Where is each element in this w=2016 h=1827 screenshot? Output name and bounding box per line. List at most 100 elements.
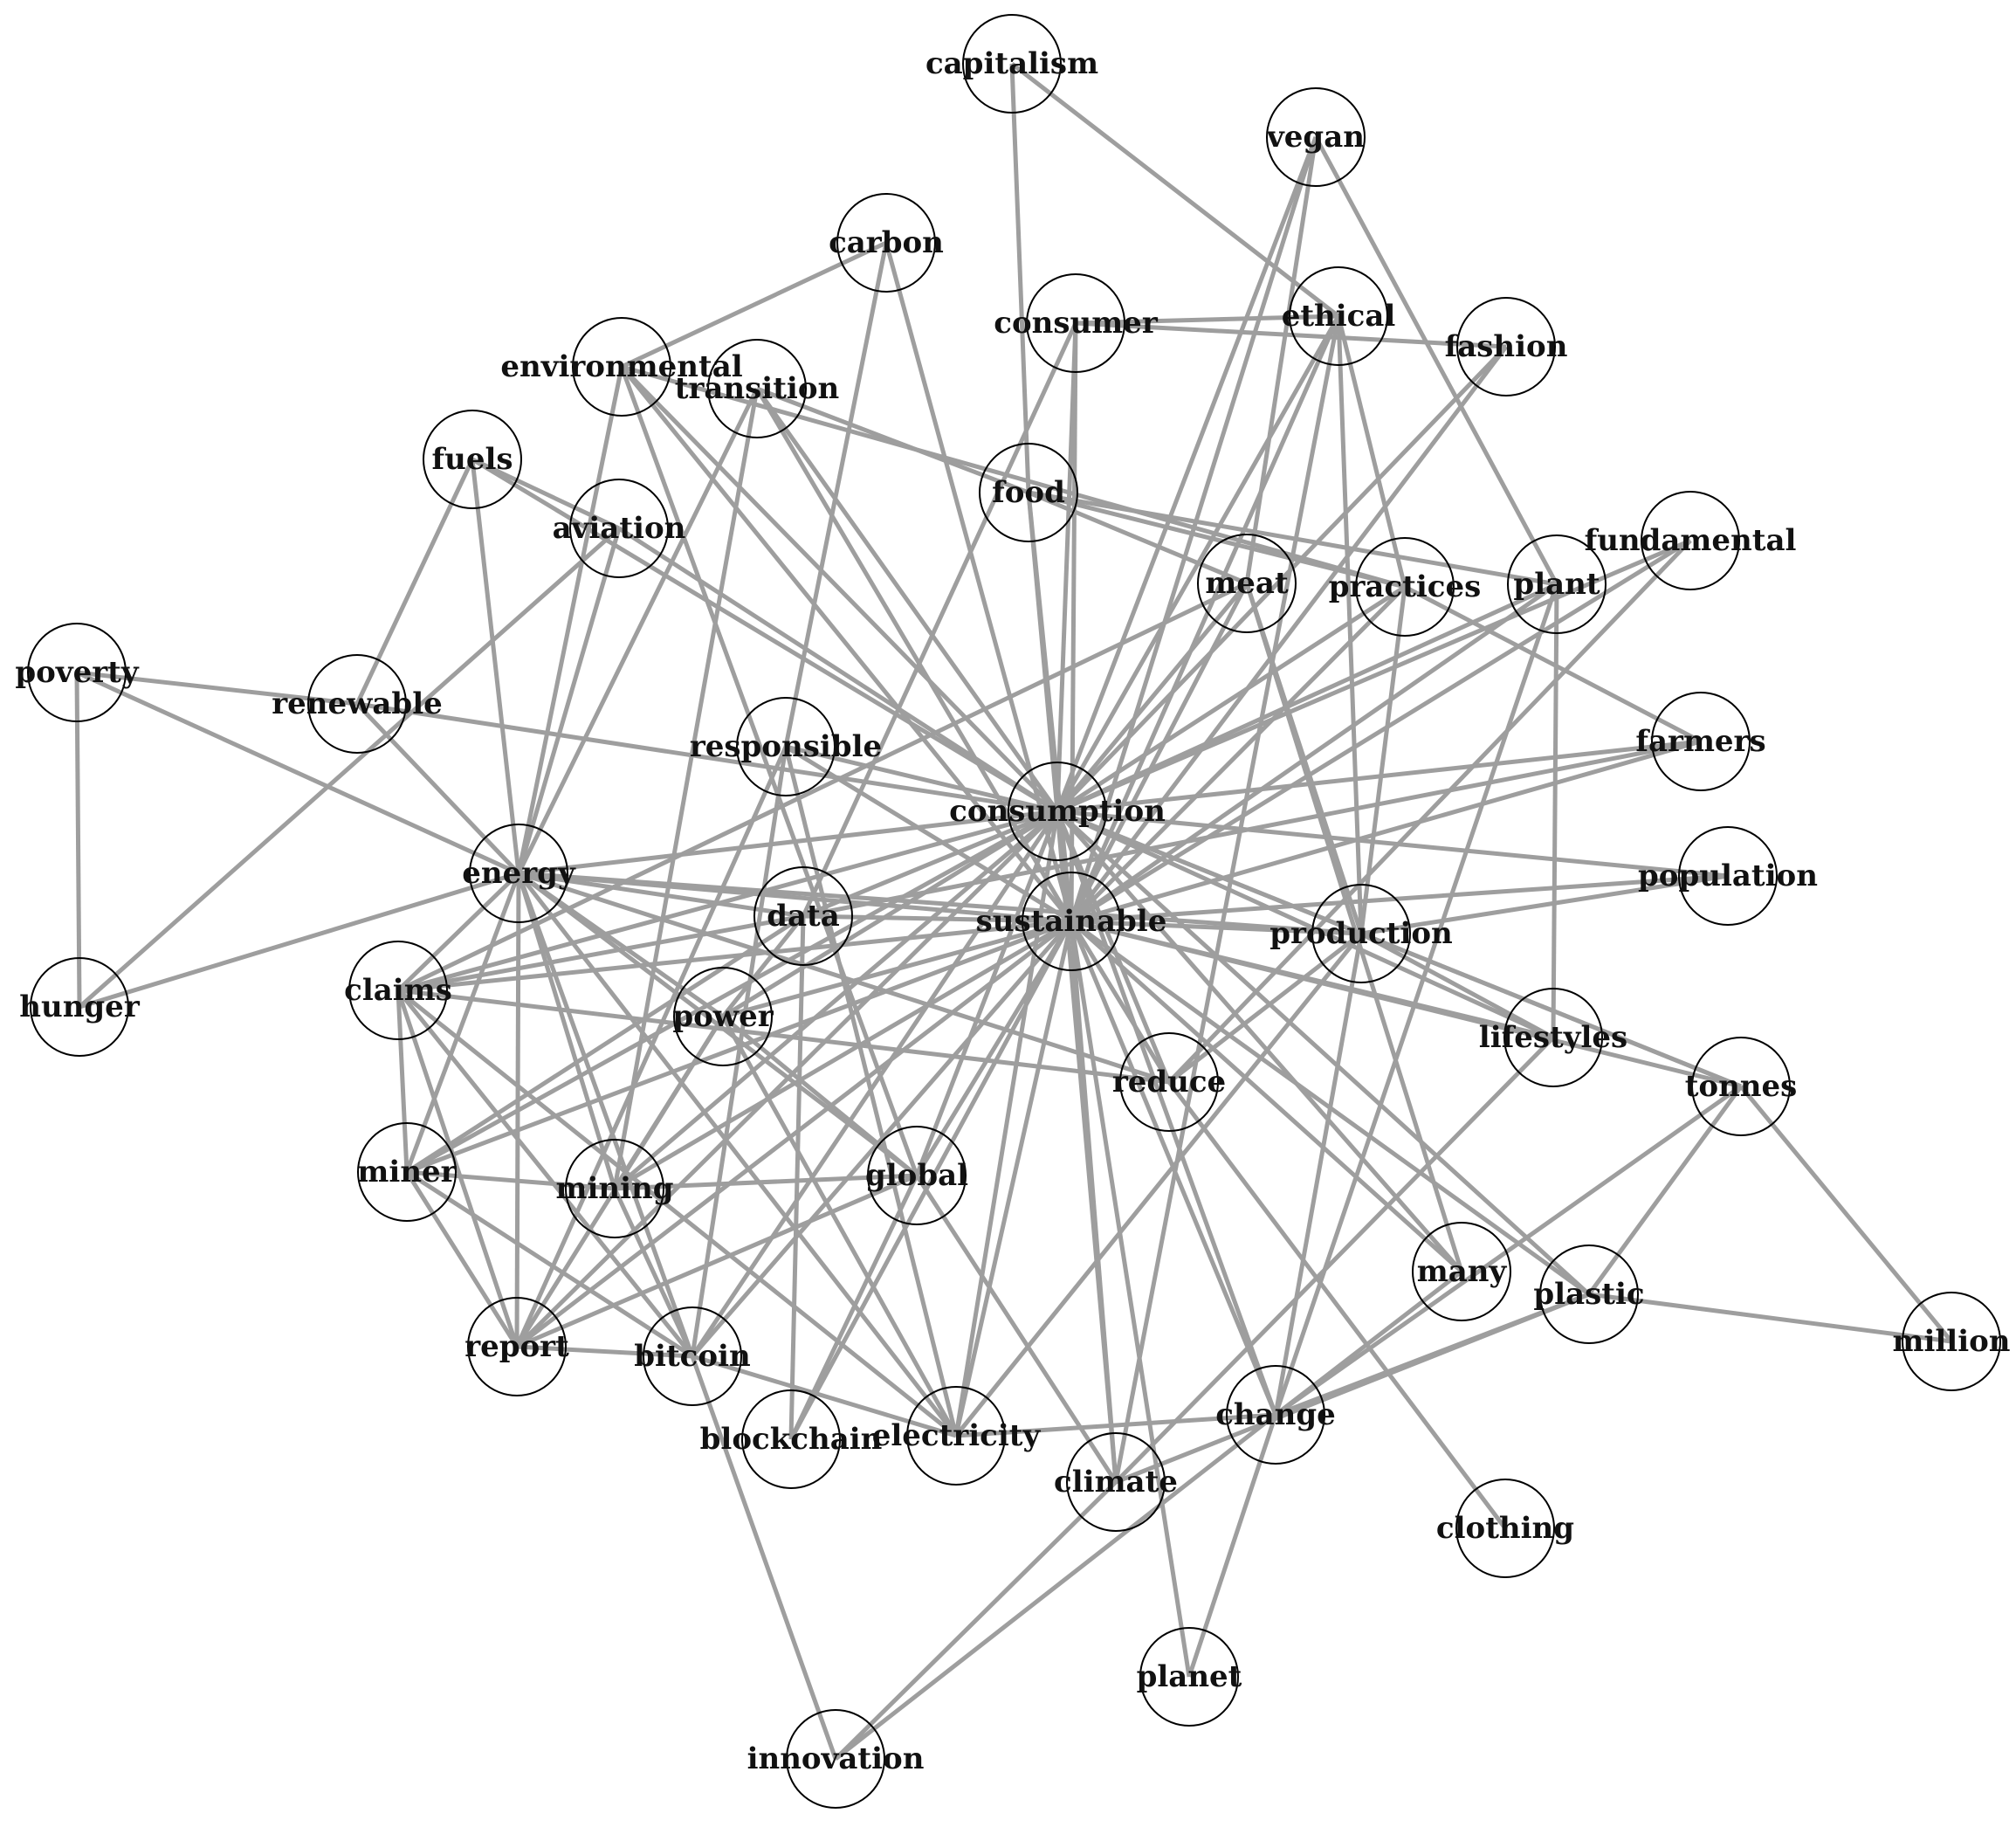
node-circle-claims [348, 941, 448, 1040]
edge-claims-reduce [397, 988, 1170, 1085]
node-circle-capitalism [962, 14, 1062, 114]
node-report: report [464, 1297, 569, 1396]
edge-poverty-hunger [74, 672, 82, 1008]
node-label-farmers: farmers [1635, 724, 1765, 759]
node-circle-food [979, 443, 1078, 542]
node-circle-bitcoin [643, 1306, 742, 1406]
edge-data-claims [397, 914, 804, 993]
edge-miner-report [404, 1170, 519, 1348]
edge-consumption-change [1055, 810, 1278, 1416]
node-meat: meat [1197, 534, 1297, 633]
edge-sustainable-reduce [1069, 920, 1172, 1084]
node-environmental: environmental [500, 317, 743, 417]
edge-reduce-clothing [1167, 1080, 1507, 1530]
node-circle-hunger [30, 957, 129, 1057]
edge-sustainable-ethical [1069, 314, 1341, 923]
node-electricity: electricity [872, 1386, 1042, 1486]
node-circle-fundamental [1641, 491, 1740, 590]
edge-meat-many [1244, 583, 1464, 1272]
edge-practices-farmers [1403, 584, 1703, 744]
edge-practices-production [1359, 586, 1407, 934]
node-circle-fuels [423, 410, 522, 509]
edge-sustainable-meat [1069, 582, 1249, 923]
edge-ethical-production [1336, 315, 1364, 934]
node-circle-carbon [836, 193, 936, 293]
edge-energy-data [518, 871, 804, 919]
node-label-poverty: poverty [15, 655, 139, 690]
node-circle-environmental [572, 317, 671, 417]
node-label-food: food [992, 475, 1065, 510]
node-carbon: carbon [829, 193, 944, 293]
node-label-plant: plant [1513, 567, 1600, 602]
edge-plant-lifestyles [1551, 583, 1559, 1038]
node-label-clothing: clothing [1436, 1511, 1574, 1546]
edge-production-tonnes [1360, 931, 1742, 1089]
edge-change-tonnes [1274, 1084, 1743, 1417]
node-circle-clothing [1455, 1479, 1555, 1578]
edge-tonnes-million [1739, 1085, 1953, 1343]
node-circle-poverty [27, 623, 127, 722]
node-circle-consumer [1026, 273, 1125, 373]
node-label-climate: climate [1054, 1465, 1178, 1500]
edge-consumption-fuels [471, 457, 1059, 814]
node-circle-reduce [1119, 1032, 1219, 1132]
node-label-production: production [1269, 916, 1453, 951]
edge-plastic-million [1588, 1292, 1952, 1344]
node-lifestyles: lifestyles [1479, 988, 1627, 1087]
node-vegan: vegan [1266, 87, 1366, 187]
edge-food-practices [1028, 490, 1406, 589]
edge-electricity-change [955, 1412, 1276, 1438]
edge-sustainable-lifestyles [1070, 919, 1554, 1040]
node-label-electricity: electricity [872, 1418, 1042, 1453]
node-label-fashion: fashion [1445, 329, 1568, 364]
node-global: global [865, 1126, 968, 1225]
node-label-fuels: fuels [431, 442, 513, 477]
edge-sustainable-electricity [953, 920, 1074, 1437]
node-miner: miner [357, 1122, 458, 1222]
node-million: million [1892, 1292, 2011, 1391]
node-circle-renewable [307, 654, 407, 754]
edge-sustainable-fashion [1070, 345, 1508, 923]
edge-energy-environmental [516, 366, 624, 874]
edge-consumption-power [721, 809, 1059, 1019]
node-practices: practices [1329, 537, 1481, 637]
edge-consumption-practices [1056, 584, 1407, 814]
node-power: power [672, 967, 774, 1066]
node-innovation: innovation [747, 1709, 925, 1809]
edge-farmers-data [802, 739, 1702, 919]
node-circle-fashion [1456, 297, 1556, 396]
edge-sustainable-population [1070, 873, 1729, 924]
edge-capitalism-food [1009, 63, 1031, 493]
node-climate: climate [1054, 1432, 1178, 1532]
node-sustainable: sustainable [976, 872, 1166, 971]
edge-global-report [516, 1173, 918, 1349]
node-plant: plant [1507, 534, 1607, 634]
node-label-lifestyles: lifestyles [1479, 1020, 1627, 1055]
edge-claims-report [396, 989, 519, 1348]
node-circle-consumption [1008, 762, 1107, 861]
edge-production-reduce [1167, 932, 1363, 1084]
node-circle-plastic [1539, 1244, 1639, 1344]
edge-consumption-electricity [953, 810, 1060, 1437]
node-circle-innovation [786, 1709, 885, 1809]
node-blockchain: blockchain [700, 1389, 882, 1489]
edge-ethical-practices [1336, 315, 1407, 588]
edge-environmental-global [619, 366, 919, 1176]
node-label-data: data [767, 899, 840, 934]
edge-consumption-claims [397, 809, 1058, 993]
node-clothing: clothing [1436, 1479, 1574, 1578]
edge-claims-bitcoin [396, 989, 694, 1358]
edge-consumption-environmental [620, 365, 1059, 813]
edge-climate-innovation [834, 1480, 1118, 1761]
edge-energy-transition [516, 387, 760, 875]
edge-claims-electricity [396, 989, 958, 1437]
node-consumer: consumer [994, 273, 1159, 373]
node-circle-power [673, 967, 773, 1066]
edge-energy-renewable [355, 702, 520, 875]
node-tonnes: tonnes [1685, 1037, 1797, 1136]
edge-consumption-fundamental [1056, 538, 1691, 814]
node-circle-practices [1355, 537, 1455, 637]
edge-sustainable-report [515, 920, 1073, 1348]
node-label-innovation: innovation [747, 1741, 925, 1776]
node-production: production [1269, 884, 1453, 983]
